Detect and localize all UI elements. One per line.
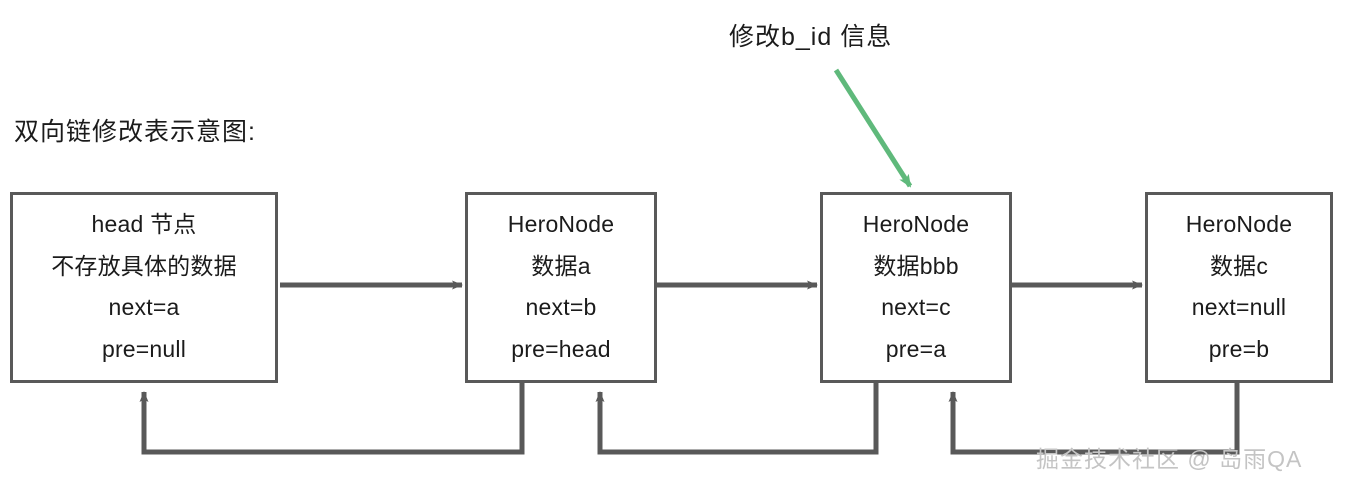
node-b-line-3: next=c	[881, 294, 951, 321]
annotation-label: 修改b_id 信息	[729, 23, 893, 51]
node-c-line-3: next=null	[1191, 294, 1287, 321]
page-title: 双向链修改表示意图:	[14, 118, 256, 146]
node-c-line-4: pre=b	[1208, 336, 1270, 363]
node-a-line-1: HeroNode	[507, 210, 615, 237]
backward-edge-b-to-a	[595, 383, 879, 455]
node-head-line-3: next=a	[108, 294, 180, 321]
watermark: 掘金技术社区 @ 岛雨QA	[1036, 446, 1303, 472]
node-b-line-4: pre=a	[885, 336, 947, 363]
node-b-line-1: HeroNode	[862, 210, 970, 237]
node-head-line-1: head 节点	[91, 210, 197, 237]
node-head[interactable]: head 节点 不存放具体的数据 next=a pre=null	[10, 192, 278, 383]
node-c-line-2: 数据c	[1209, 252, 1269, 279]
node-a[interactable]: HeroNode 数据a next=b pre=head	[465, 192, 657, 383]
node-b-line-2: 数据bbb	[873, 252, 959, 279]
node-c-line-1: HeroNode	[1185, 210, 1293, 237]
node-a-line-3: next=b	[525, 294, 597, 321]
backward-edge-a-to-head	[139, 383, 525, 455]
node-b[interactable]: HeroNode 数据bbb next=c pre=a	[820, 192, 1012, 383]
node-a-line-2: 数据a	[531, 252, 591, 279]
node-head-line-4: pre=null	[101, 336, 187, 363]
node-a-line-4: pre=head	[511, 336, 611, 363]
node-head-line-2: 不存放具体的数据	[51, 252, 237, 279]
green-arrow-icon	[833, 68, 913, 188]
node-c[interactable]: HeroNode 数据c next=null pre=b	[1145, 192, 1333, 383]
